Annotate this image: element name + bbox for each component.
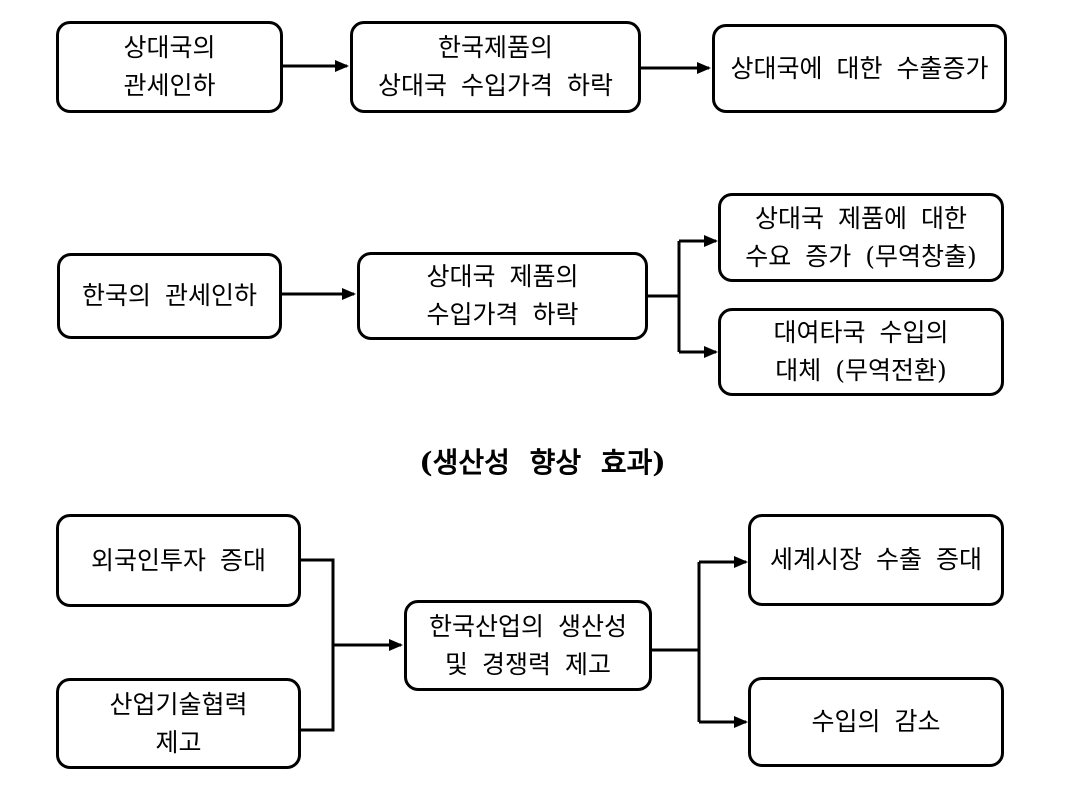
box-line: 상대국의 bbox=[123, 33, 216, 62]
box-line: 제고 bbox=[155, 727, 202, 757]
box-line: 외국인투자 증대 bbox=[91, 545, 266, 575]
flow2-trade-diversion-box: 대여타국 수입의 대체 (무역전환) bbox=[718, 308, 1004, 396]
flow3-tech-cooperation-box: 산업기술협력 제고 bbox=[56, 678, 301, 769]
flow1-price-drop-box: 한국제품의 상대국 수입가격 하락 bbox=[350, 21, 641, 113]
box-line: 한국의 관세인하 bbox=[82, 281, 257, 310]
box-line: 상대국 수입가격 하락 bbox=[378, 71, 613, 100]
box-line: 수요 증가 (무역창출) bbox=[745, 241, 977, 271]
box-line: 상대국 제품의 bbox=[426, 262, 579, 291]
flow3-import-decrease-box: 수입의 감소 bbox=[748, 677, 1004, 767]
flow2-korea-tariff-cut-box: 한국의 관세인하 bbox=[57, 253, 282, 339]
box-line: 및 경쟁력 제고 bbox=[445, 649, 611, 679]
box-line: 수입가격 하락 bbox=[426, 300, 579, 329]
section-heading: (생산성 향상 효과) bbox=[419, 446, 666, 479]
flow1-export-increase-box: 상대국에 대한 수출증가 bbox=[712, 24, 1007, 113]
flow3-export-growth-box: 세계시장 수출 증대 bbox=[748, 514, 1004, 606]
box-line: 한국산업의 생산성 bbox=[429, 611, 627, 641]
box-line: 관세인하 bbox=[123, 71, 216, 100]
box-line: 상대국 제품에 대한 bbox=[755, 203, 967, 233]
connector-flow3-top bbox=[301, 558, 335, 732]
box-line: 세계시장 수출 증대 bbox=[770, 545, 982, 574]
box-line: 상대국에 대한 수출증가 bbox=[730, 53, 989, 83]
box-line: 산업기술협력 bbox=[109, 689, 248, 719]
box-line: 한국제품의 bbox=[437, 33, 553, 62]
flow3-foreign-investment-box: 외국인투자 증대 bbox=[56, 514, 301, 607]
box-line: 대여타국 수입의 bbox=[773, 318, 949, 347]
flow2-trade-creation-box: 상대국 제품에 대한 수요 증가 (무역창출) bbox=[718, 193, 1004, 282]
box-line: 대체 (무역전환) bbox=[775, 356, 947, 385]
box-line: 수입의 감소 bbox=[811, 707, 941, 736]
flow3-productivity-box: 한국산업의 생산성 및 경쟁력 제고 bbox=[404, 600, 652, 691]
flow2-import-price-drop-box: 상대국 제품의 수입가격 하락 bbox=[357, 252, 648, 340]
flow1-tariff-cut-box: 상대국의 관세인하 bbox=[56, 21, 283, 113]
